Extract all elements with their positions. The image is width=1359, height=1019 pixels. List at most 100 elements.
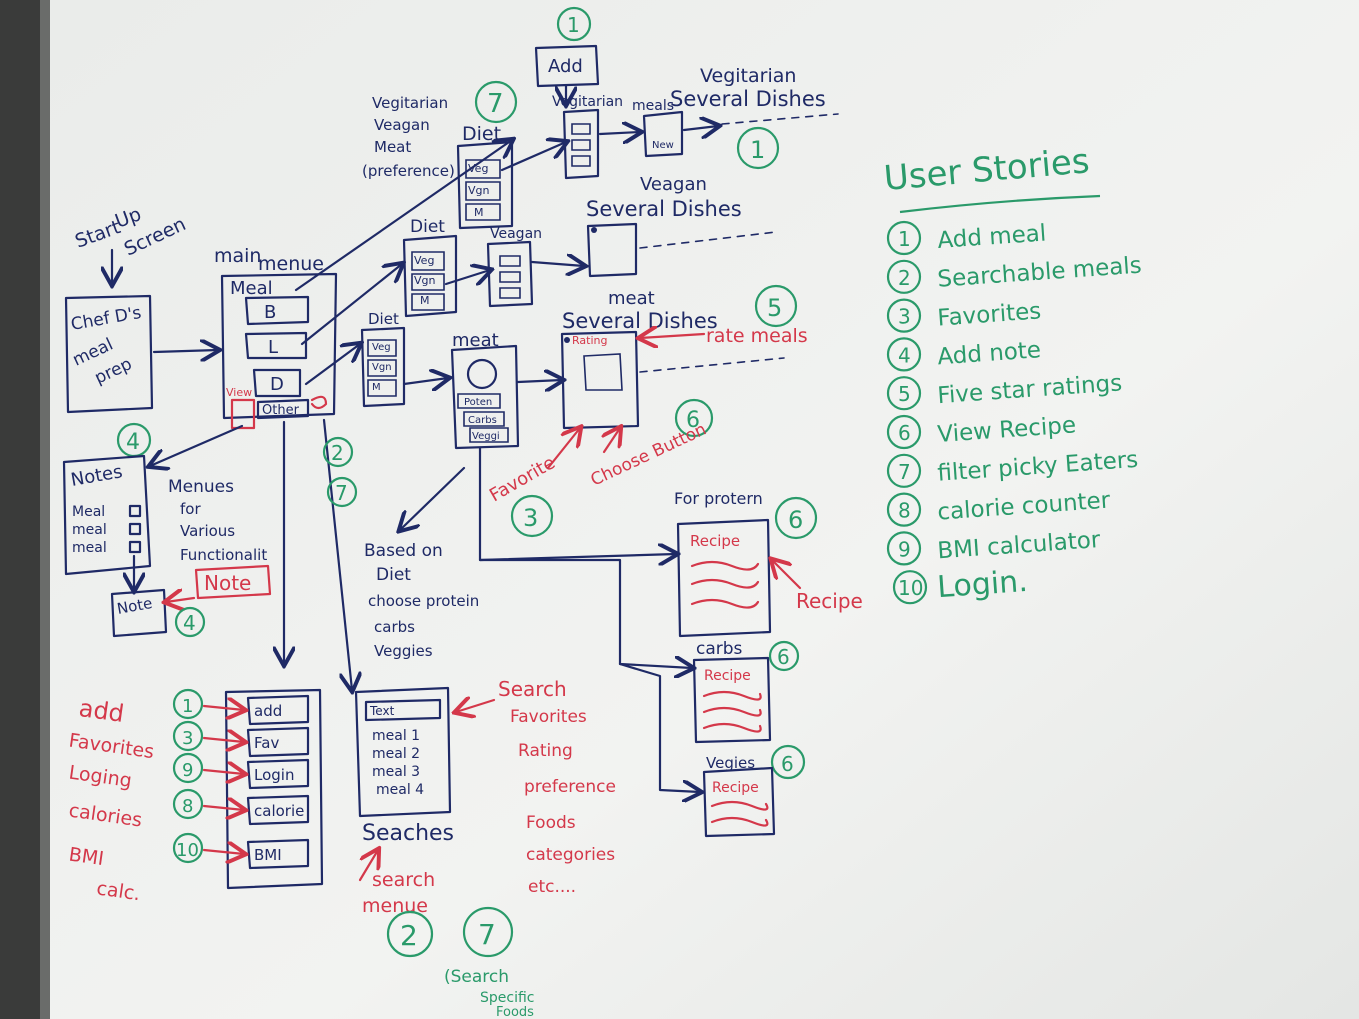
search-red-title: Search <box>498 677 567 701</box>
protein-line-5: Veggies <box>374 642 433 660</box>
story-number-3: 3 <box>898 305 911 329</box>
diet-low-veg: Veg <box>372 342 391 353</box>
search-field-text: Text <box>369 704 395 718</box>
main-menu: main menue Meal B L D View Other <box>150 140 512 690</box>
protein-line-1: Based on <box>364 541 443 561</box>
veg-recipe-label: Recipe <box>712 780 759 796</box>
story-badge-7 <box>886 453 922 488</box>
protein-line-2: Diet <box>376 565 411 585</box>
rate-meals-label: rate meals <box>706 325 808 347</box>
meat-label: meat <box>452 330 499 351</box>
search-menu-red-1: search <box>372 869 435 891</box>
story-number-4: 4 <box>898 343 911 367</box>
story-badge-1 <box>886 220 922 256</box>
search-red-item-6: etc.... <box>528 877 576 897</box>
story-number-10: 10 <box>898 576 923 600</box>
protein-recipe-label: Recipe <box>690 532 740 550</box>
other-badge-1: 1 <box>182 696 193 717</box>
mid-badge-2: 2 <box>331 441 344 465</box>
diet-top-vgn: Vgn <box>468 184 490 197</box>
meat-badge-6: 6 <box>686 408 700 433</box>
note-red-label: Note <box>204 571 251 595</box>
other-item-2: Fav <box>254 734 279 752</box>
diet-pref-2: Veagan <box>374 116 430 134</box>
veg-meals-1: Vegitarian <box>552 94 623 110</box>
vegan-title-1: Veagan <box>640 174 707 195</box>
search-meal-1: meal 1 <box>372 728 420 744</box>
diet-label-low: Diet <box>368 310 399 328</box>
other-badge-3: 9 <box>182 760 193 781</box>
add-button-label: Add <box>548 56 583 77</box>
story-badge-2 <box>886 259 922 294</box>
story-badge-8 <box>886 492 922 527</box>
protein-line-3: choose protein <box>368 592 479 610</box>
other-item-4: calorie <box>254 802 304 820</box>
meat-title-2: Several Dishes <box>562 309 718 333</box>
vegetarian-flow: 1 Add Vegitarian meals New Vegitarian Se… <box>534 6 839 180</box>
other-arrow-1 <box>202 706 244 710</box>
other-item-3: Login <box>254 766 294 784</box>
story-number-5: 5 <box>898 382 911 406</box>
veg-title-2: Several Dishes <box>670 87 826 111</box>
other-badge-circle-4 <box>172 788 204 820</box>
diet-top-m: M <box>474 206 484 219</box>
board-edge <box>40 0 50 1019</box>
protein-line-4: carbs <box>374 618 415 636</box>
main-menu-b: B <box>264 302 276 323</box>
meat-poten: Poten <box>464 397 492 408</box>
other-badge-circle-3 <box>172 752 204 784</box>
other-badge-circle-1 <box>172 688 204 720</box>
other-badge-circle-5 <box>172 832 204 864</box>
diet-low-vgn: Vgn <box>372 362 392 373</box>
rating-label: Rating <box>572 334 607 347</box>
carbs-recipe-title: carbs <box>696 639 743 659</box>
story-number-6: 6 <box>898 421 911 445</box>
vegan-flow: Veagan Several Dishes <box>586 174 777 278</box>
search-menu: Text meal 1 meal 2 meal 3 meal 4 Seaches… <box>354 677 616 1019</box>
veg-meals-2: meals <box>632 98 674 114</box>
notes-section: 4 Notes Meal meal meal Note Note 4 Menue… <box>62 422 272 638</box>
story-number-9: 9 <box>898 537 911 561</box>
other-red-label-5: BMI <box>67 843 105 870</box>
meat-carbs: Carbs <box>468 415 497 426</box>
diet-badge-7: 7 <box>487 89 504 119</box>
diet-low-m: M <box>372 382 381 393</box>
carbs-recipe-badge: 6 <box>777 645 790 669</box>
story-number-8: 8 <box>898 499 911 523</box>
diet-pref-4: (preference) <box>362 162 455 180</box>
story-label-10: Login. <box>936 564 1029 605</box>
note-box-label: Note <box>116 594 154 618</box>
search-specific-1: (Search <box>444 967 509 987</box>
notes-item-2: meal <box>72 522 107 538</box>
diet-mid-veg: Veg <box>414 254 434 267</box>
main-menu-view-label: View <box>226 386 252 399</box>
menues-caption-4: Functionalit <box>180 546 267 564</box>
other-red-label-1: add <box>77 694 126 728</box>
story-badge-3 <box>886 298 922 333</box>
menues-caption-1: Menues <box>168 477 234 497</box>
veg-recipe-badge: 6 <box>781 752 794 776</box>
diet-label-top: Diet <box>462 123 501 145</box>
story-number-7: 7 <box>898 460 911 484</box>
other-badge-circle-2 <box>172 720 204 752</box>
diet-top-veg: Veg <box>468 162 488 175</box>
main-menu-other: Other <box>262 403 300 418</box>
other-arrow-3 <box>202 770 244 774</box>
diet-flow: Vegitarian Veagan Meat (preference) 7 Di… <box>360 80 700 792</box>
menues-caption-2: for <box>180 500 201 518</box>
main-menu-l: L <box>268 337 278 358</box>
protein-recipe-badge: 6 <box>788 506 803 534</box>
search-red-item-5: categories <box>526 845 615 865</box>
other-badge-2: 3 <box>182 728 193 749</box>
search-meal-3: meal 3 <box>372 764 420 780</box>
add-badge: 1 <box>567 13 580 37</box>
search-red-item-3: preference <box>524 777 616 797</box>
veg-new: New <box>652 140 674 151</box>
main-menu-title-1: main <box>214 245 261 267</box>
meat-title-1: meat <box>608 288 655 309</box>
other-item-5: BMI <box>254 846 282 864</box>
recipes: For protern 6 Recipe Recipe carbs 6 Reci… <box>674 489 863 838</box>
notes-item-1: Meal <box>72 504 105 520</box>
main-menu-meal-label: Meal <box>230 278 273 299</box>
